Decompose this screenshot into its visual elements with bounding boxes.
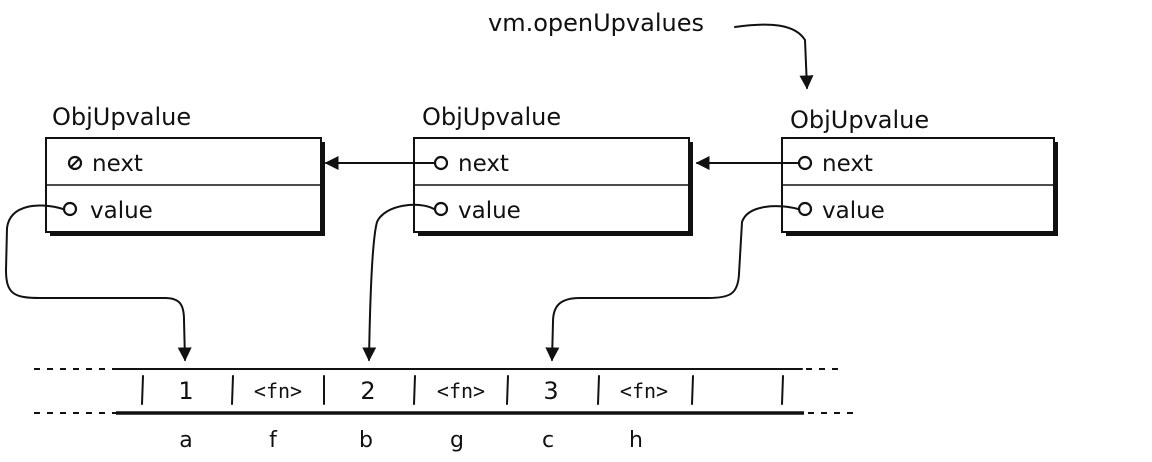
null-pointer-icon: [67, 155, 83, 171]
variable-label: f: [269, 428, 278, 453]
variable-label: c: [542, 428, 554, 453]
slot-dividers: [141, 375, 784, 405]
variable-label: g: [450, 428, 464, 453]
value-pointer-arrow-a: [5, 204, 192, 362]
stack-slot: 2: [360, 377, 375, 405]
open-upvalues-label: vm.openUpvalues: [488, 9, 704, 37]
stack-slot: <fn>: [437, 379, 485, 403]
stack-slot: <fn>: [254, 379, 302, 403]
upvalue-node-2: ObjUpvalue next value: [413, 103, 693, 236]
value-pointer-dot: [797, 201, 813, 217]
variable-label: h: [629, 428, 643, 453]
value-pointer-arrow-b: [362, 203, 435, 362]
value-pointer-arrow-c: [545, 205, 799, 362]
upvalue-type-label: ObjUpvalue: [790, 106, 929, 134]
upvalue-type-label: ObjUpvalue: [422, 103, 561, 131]
value-pointer-dot: [433, 201, 449, 217]
variable-label: a: [179, 428, 192, 453]
stack-slot: 3: [543, 377, 558, 405]
upvalue-type-label: ObjUpvalue: [52, 103, 191, 131]
next-field-label: next: [822, 151, 873, 177]
variable-label: b: [359, 428, 373, 453]
head-pointer-arrow: [734, 23, 814, 90]
next-pointer-dot: [433, 155, 449, 171]
value-field-label: value: [90, 198, 153, 224]
next-field-label: next: [458, 151, 509, 177]
value-pointer-dot: [62, 201, 78, 217]
stack-slot: 1: [178, 377, 193, 405]
value-field-label: value: [822, 198, 885, 224]
upvalue-node-3: ObjUpvalue next value: [781, 106, 1058, 236]
upvalue-node-1: ObjUpvalue next value: [45, 103, 325, 236]
value-field-label: value: [458, 198, 521, 224]
next-field-label: next: [92, 151, 143, 177]
stack-slot: <fn>: [620, 379, 668, 403]
next-pointer-dot: [797, 155, 813, 171]
value-stack: 1 <fn> 2 <fn> 3 <fn> a f b g c h: [34, 368, 860, 453]
